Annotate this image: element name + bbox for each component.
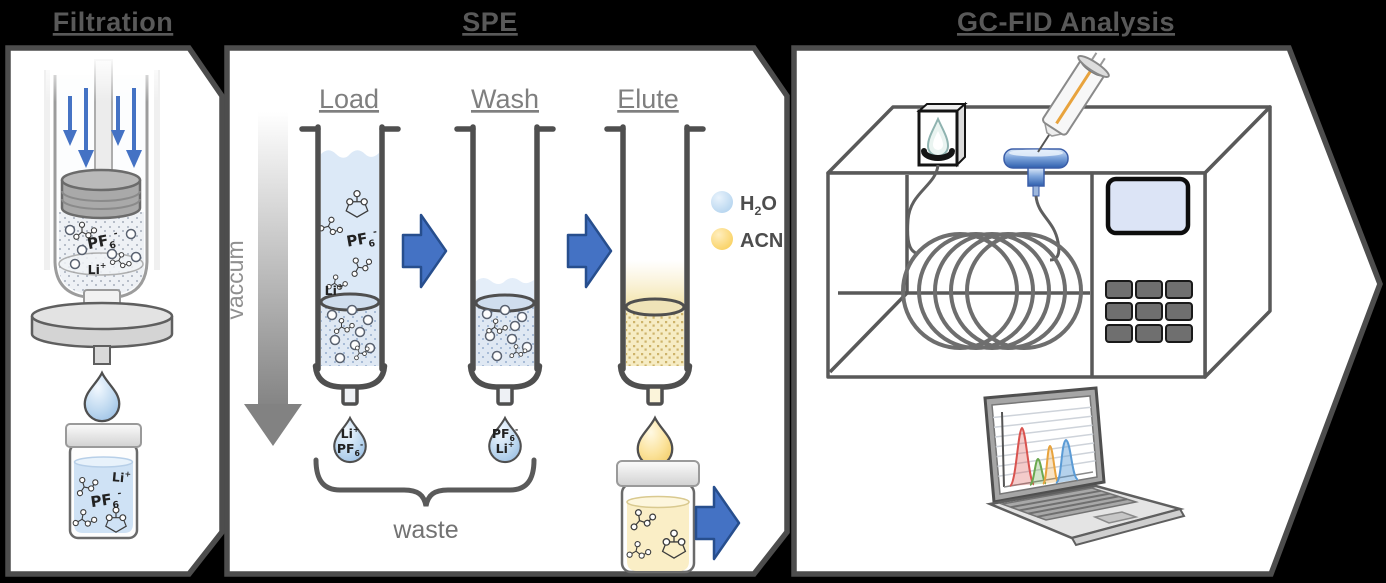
li-label: Li+ [111,468,131,486]
chart-y-axis [1001,411,1005,488]
li-label: Li+ [341,425,360,441]
column-coil [901,232,1083,350]
spe-illustration: vaccum Load Wash Elute PF6- Li+ [222,84,783,574]
elute-label: Elute [617,84,679,114]
filter-disc [30,301,174,349]
filter-outlet [93,345,111,365]
filtration-illustration: PF6- Li+ [30,56,174,540]
peak-green [1029,457,1047,486]
wash-column: PF6- Li+ [454,124,556,464]
keyboard-rows [1010,489,1128,518]
waste-label: waste [392,516,458,544]
h2o-swatch [711,191,733,213]
pf6-label: PF6- [85,228,121,256]
waste-brace [313,457,537,507]
laptop-touchpad [1092,511,1139,524]
column-tip [496,385,514,406]
chart-gridlines [993,406,1096,477]
solvent-legend: H2O ACN [711,191,783,252]
syringe-icon [1037,52,1110,153]
streak [154,70,160,270]
streak [44,70,50,270]
syringe-sample: PF6- Li+ [58,212,144,294]
flame-core [933,131,943,150]
elute-column [604,124,706,468]
gcfid-title: GC-FID Analysis [957,7,1175,37]
load-label: Load [319,84,379,114]
plunger-head [60,168,142,220]
chromatogram-peaks [1009,426,1079,487]
press-arrows-icon [63,88,142,168]
fade-overlay [46,56,158,102]
chart-x-axis [1003,471,1094,488]
fid-tubing [906,164,940,256]
sorbent-bed [626,307,684,366]
filtrate-vial: Li+ PF6- [65,423,142,540]
load-liquid [321,150,379,302]
injection-port [1003,148,1069,197]
li-label: Li+ [496,440,515,456]
pf6-label: PF6- [492,425,518,443]
spe-title: SPE [462,7,518,37]
li-label: Li+ [325,282,344,298]
acn-legend-label: ACN [740,230,783,252]
gcfid-illustration [826,52,1272,547]
pf6-label: PF6- [337,440,363,458]
burner-base [921,148,955,161]
acn-swatch [711,228,733,250]
filtration-title: Filtration [53,7,174,37]
eluate-vial [616,460,700,574]
vial-cap [65,423,142,448]
gc-keypad [1105,280,1193,343]
laptop-screen [991,395,1098,495]
li-label: Li+ [88,261,107,277]
laptop-front-edge [1070,507,1186,547]
h2o-legend-label: H2O [740,193,777,218]
column-tip [341,385,359,406]
gc-display [1105,176,1191,236]
load-column: PF6- Li+ Li+ PF6- [299,124,401,464]
peak-orange [1042,444,1059,485]
vial-cap [616,460,700,487]
peak-blue [1055,438,1079,484]
pf6-label: PF6- [345,226,380,253]
laptop [983,386,1186,547]
vacuum-arrow-icon [244,112,302,446]
pf6-label: PF6- [89,488,123,514]
wash-label: Wash [471,84,539,114]
vacuum-label: vaccum [222,240,248,319]
oven-interior-diagonal [828,291,909,374]
fid-detector [916,101,968,168]
peak-red [1009,426,1035,487]
column-tip [646,385,664,406]
column-walls [604,124,706,390]
